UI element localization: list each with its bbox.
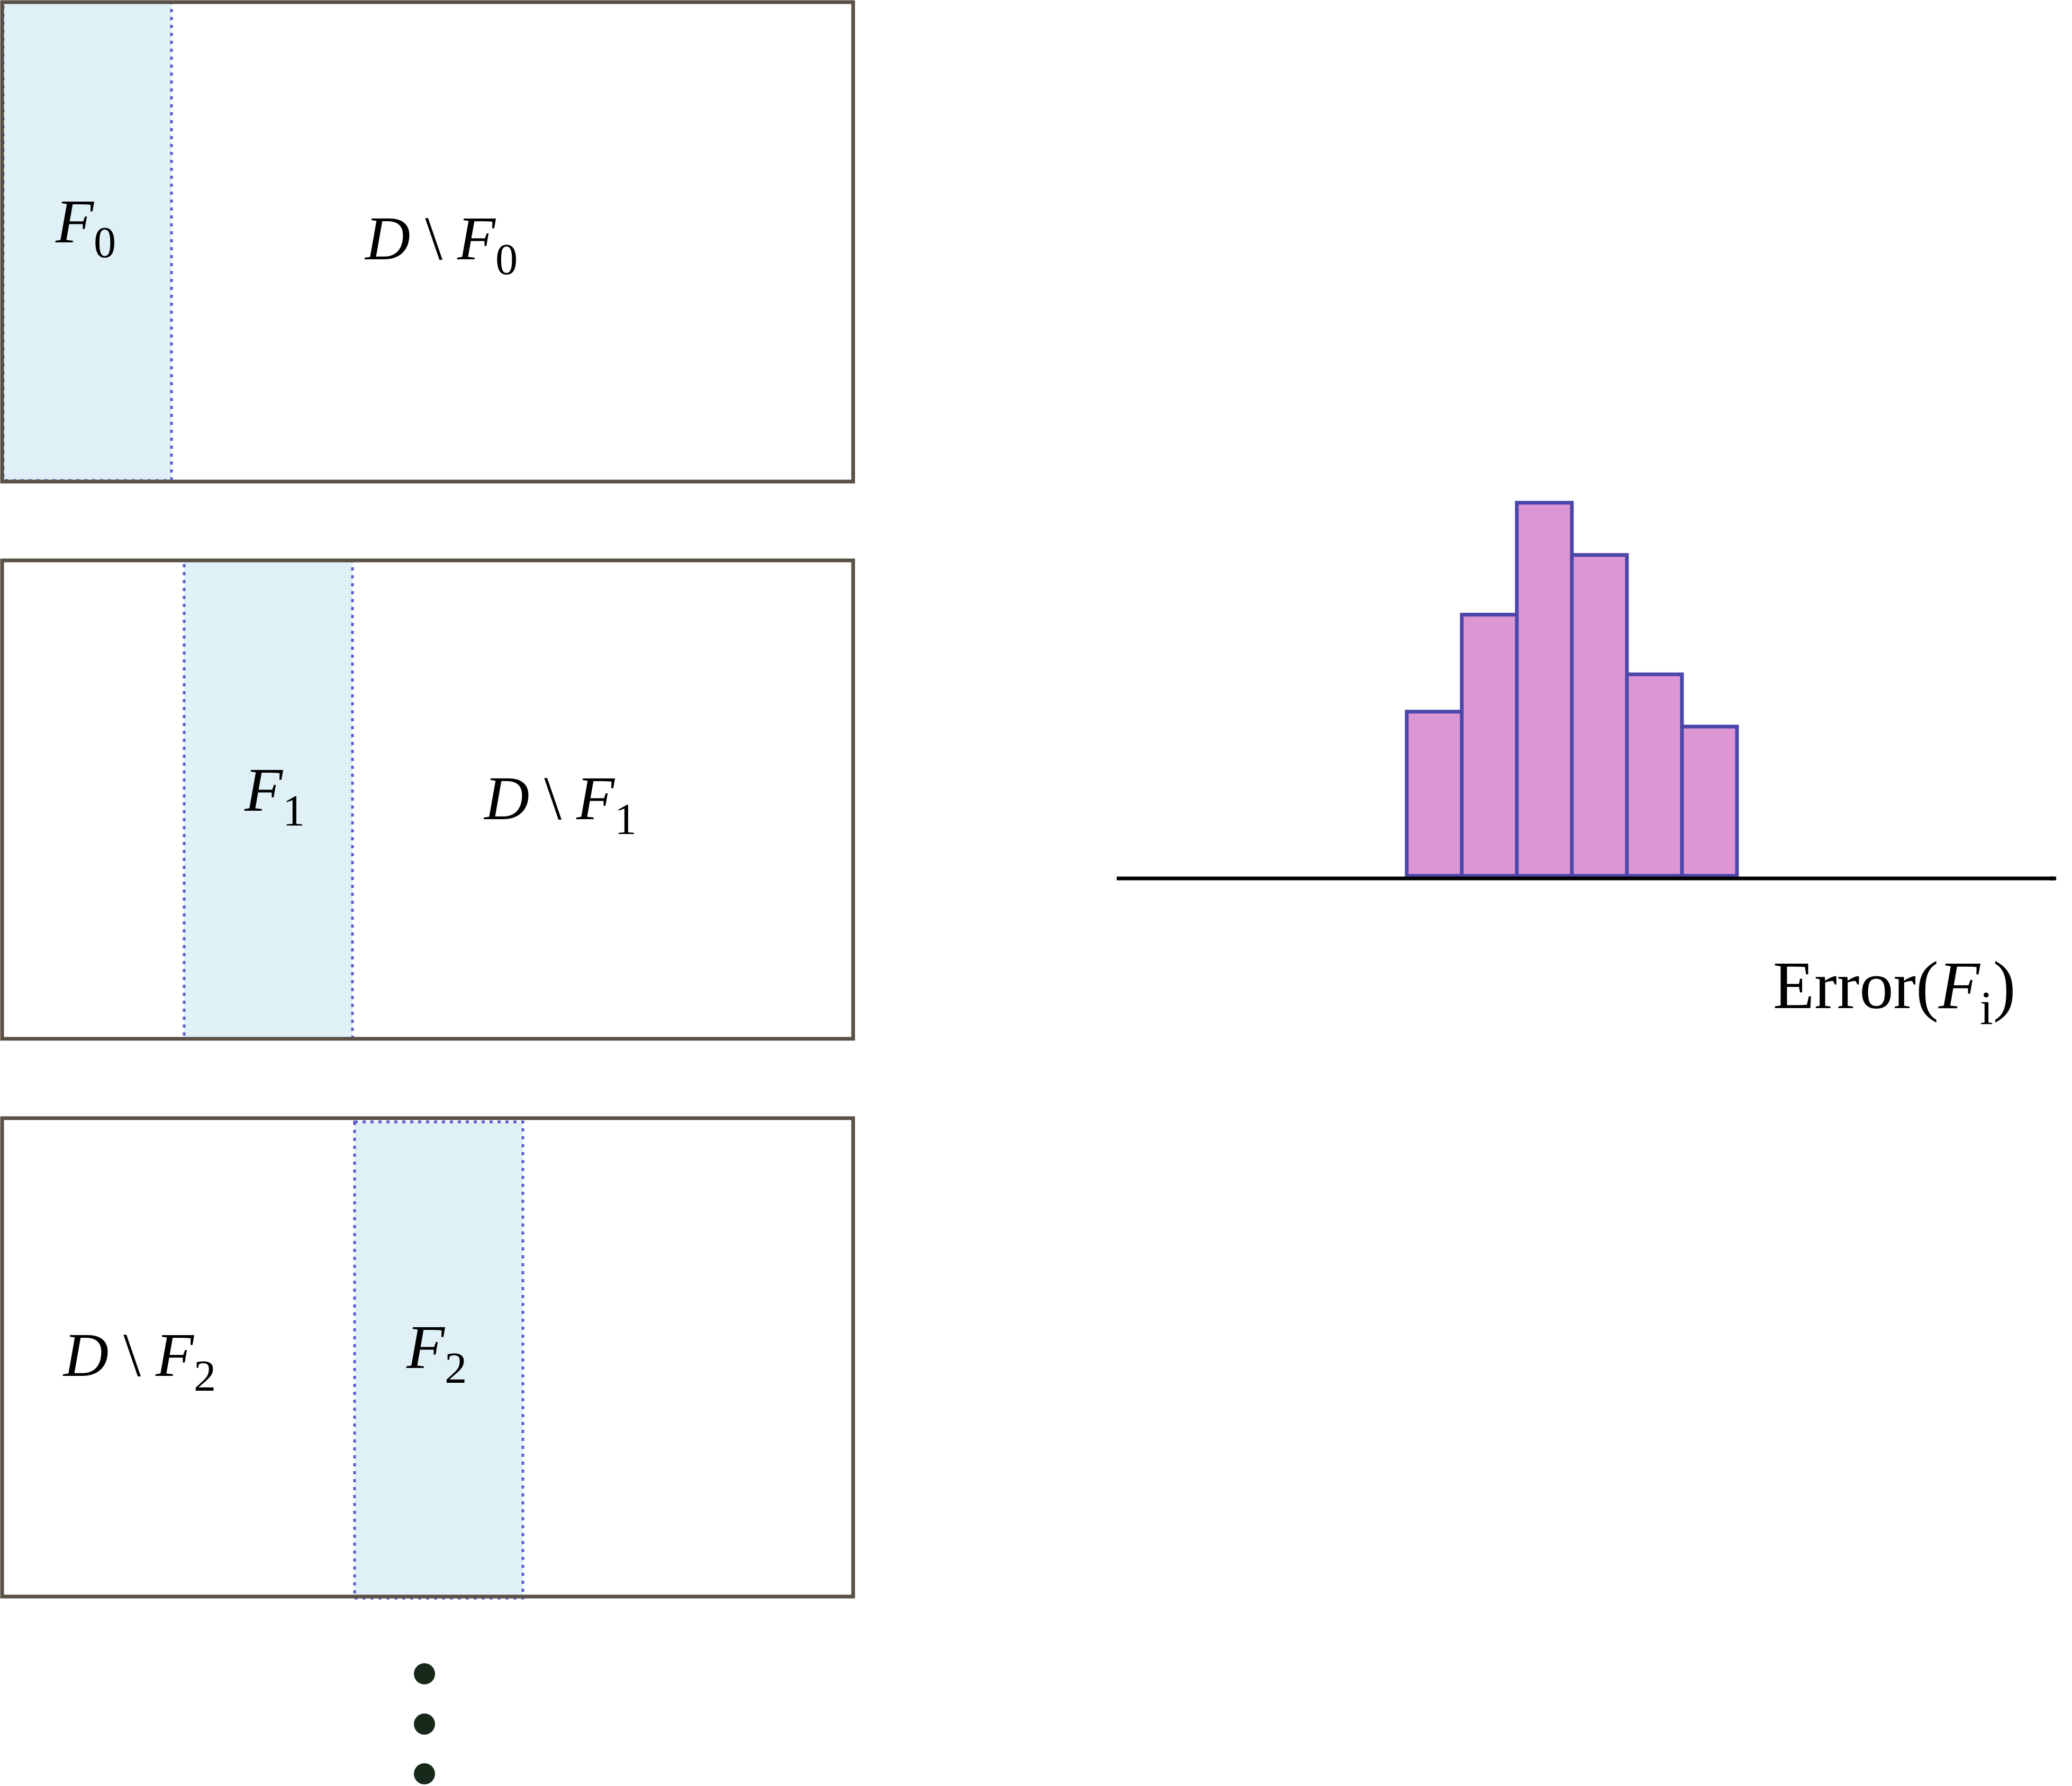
- fold-panel-1: F1 D\F1: [0, 558, 855, 1041]
- fold-label-1: F1: [244, 755, 305, 836]
- more-folds-ellipsis: ⋮: [414, 1663, 435, 1784]
- panel-frame-0: [0, 0, 855, 484]
- histogram-bar-2: [1515, 501, 1574, 878]
- fold-panel-0: F0 D\F0: [0, 0, 855, 484]
- fold-region-0: [2, 1, 173, 482]
- histogram-bar-1: [1460, 613, 1519, 878]
- histogram-bar-0: [1405, 710, 1464, 878]
- ellipsis-dot-2: [414, 1714, 435, 1735]
- fold-panel-2: D\F2 F2: [0, 1116, 855, 1600]
- error-histogram: Error(Fi): [1117, 501, 2057, 1035]
- histogram-bars: [1405, 501, 1739, 878]
- histogram-bar-4: [1625, 672, 1684, 878]
- fold-region-2: [353, 1120, 524, 1600]
- complement-label-0: D\F0: [364, 204, 518, 284]
- error-axis-label: Error(Fi): [1773, 948, 2016, 1035]
- histogram-bar-5: [1680, 724, 1739, 878]
- fold-label-2: F2: [406, 1312, 467, 1393]
- complement-label-2: D\F2: [62, 1320, 216, 1401]
- complement-label-1: D\F1: [483, 764, 637, 844]
- ellipsis-dot-3: [414, 1763, 435, 1784]
- fold-label-0: F0: [55, 187, 116, 267]
- histogram-bar-3: [1570, 553, 1629, 878]
- panel-frame-2: [0, 1116, 855, 1599]
- panel-frame-1: [0, 558, 855, 1041]
- ellipsis-dot-1: [414, 1663, 435, 1684]
- fold-region-1: [183, 559, 354, 1040]
